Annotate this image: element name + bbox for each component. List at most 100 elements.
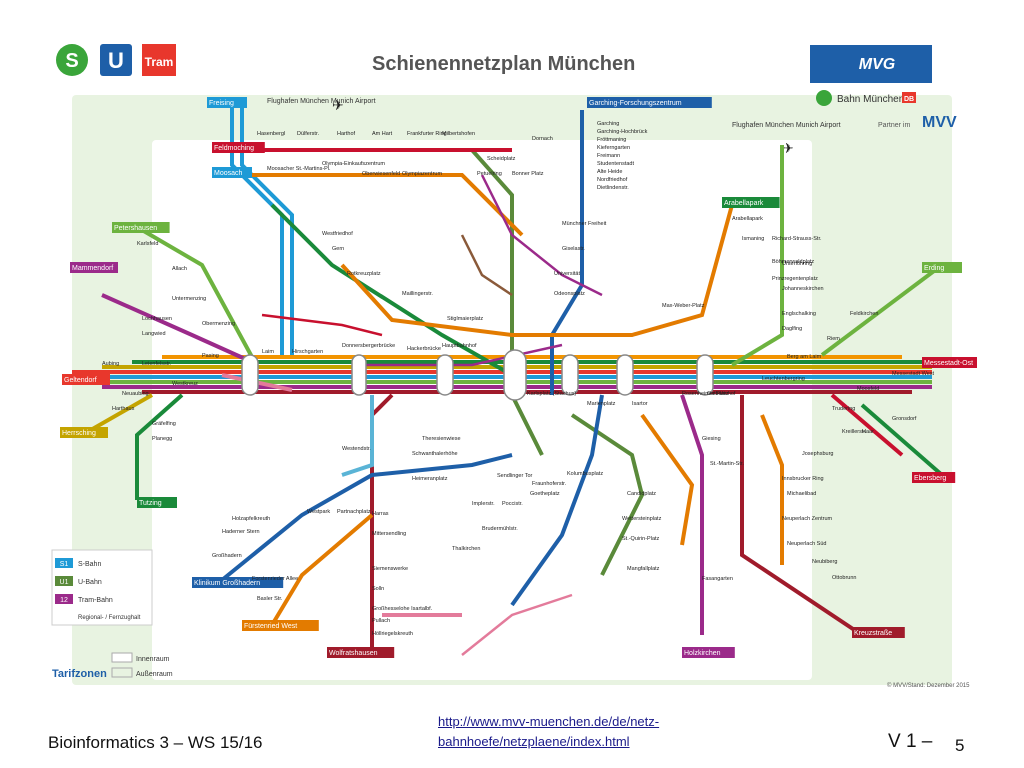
station-label: Trudering bbox=[832, 406, 855, 412]
station-label: Marienplatz bbox=[587, 401, 616, 407]
station-label: Kolumbusplatz bbox=[567, 471, 603, 477]
svg-text:S: S bbox=[65, 50, 78, 72]
terminus-badge: Moosach bbox=[212, 167, 252, 178]
station-label: Isartor bbox=[632, 401, 648, 407]
legend-sbahn-swatch bbox=[55, 558, 73, 568]
station-label: Neubiberg bbox=[812, 559, 837, 565]
station-label: Scheidplatz bbox=[487, 156, 516, 162]
station-label: Hirschgarten bbox=[292, 349, 323, 355]
station-label: Laim bbox=[262, 349, 274, 355]
station-label: Prinzregentenplatz bbox=[772, 276, 818, 282]
station-label: Gronsdorf bbox=[892, 416, 917, 422]
legend-ubahn-badge: U1 bbox=[60, 579, 69, 586]
terminus-label: Erding bbox=[924, 265, 944, 272]
terminus-badge: Messestadt-Ost bbox=[922, 357, 977, 368]
terminus-badge: Mammendorf bbox=[70, 262, 118, 273]
terminus-label: Garching-Forschungszentrum bbox=[589, 100, 682, 107]
station-label: Johanneskirchen bbox=[782, 286, 824, 292]
station-label: Donnersbergerbrücke bbox=[342, 343, 395, 349]
station-label: Brudermühlstr. bbox=[482, 526, 518, 532]
station-label: Untermenzing bbox=[172, 296, 206, 302]
station-label: Planegg bbox=[152, 436, 172, 442]
station-label: Goetheplatz bbox=[530, 491, 560, 497]
legend-regional-label: Regional- / Fernzughalt bbox=[78, 615, 141, 621]
legend-aussenraum-label: Außenraum bbox=[136, 671, 173, 678]
terminus-label: Moosach bbox=[214, 170, 243, 177]
station-label: Obermenzing bbox=[202, 321, 235, 327]
station-label: Kreillerstr. bbox=[842, 429, 867, 435]
airplane-icon: ✈ bbox=[782, 140, 794, 156]
station-label: Westendstr. bbox=[342, 446, 371, 452]
station-label: Allach bbox=[172, 266, 187, 272]
interchange-markers bbox=[241, 349, 714, 401]
station-label: Fröttmaning bbox=[597, 137, 626, 143]
legend-aussenraum-swatch bbox=[111, 667, 133, 678]
legend-sbahn-badge: S1 bbox=[60, 561, 69, 568]
station-label: Ismaning bbox=[742, 236, 764, 242]
station-label: Forstenrieder Allee bbox=[252, 576, 298, 582]
terminus-badge: Petershausen bbox=[112, 222, 170, 233]
terminus-badge: Wolfratshausen bbox=[327, 647, 395, 658]
terminus-badge: Kreuzstraße bbox=[852, 627, 905, 638]
svg-text:DB: DB bbox=[904, 96, 914, 103]
map-copyright: © MVV/Stand: Dezember 2015 bbox=[887, 682, 970, 689]
source-link-line-1[interactable]: http://www.mvv-muenchen.de/de/netz- bbox=[438, 714, 660, 729]
station-label: Großhadern bbox=[212, 553, 242, 559]
station-label: Höllriegelskreuth bbox=[372, 631, 413, 637]
station-label: Harthaus bbox=[112, 406, 135, 412]
station-label: Odeonsplatz bbox=[554, 291, 585, 297]
station-label: Giselastr. bbox=[562, 246, 585, 252]
legend: S1 S-Bahn U1 U-Bahn 12 Tram-Bahn Regiona… bbox=[51, 549, 173, 680]
source-link[interactable]: http://www.mvv-muenchen.de/de/netz- bahn… bbox=[438, 712, 659, 752]
station-label: Hasenbergl bbox=[257, 131, 285, 137]
terminus-label: Kreuzstraße bbox=[854, 630, 892, 637]
terminus-label: Mammendorf bbox=[72, 265, 113, 272]
station-label: Max-Weber-Platz bbox=[662, 303, 705, 309]
station-label: St.-Martin-Str. bbox=[710, 461, 744, 467]
airport-label-east: Flughafen München Munich Airport bbox=[732, 122, 841, 129]
s-bahn-branches bbox=[81, 100, 944, 655]
svg-text:✈: ✈ bbox=[332, 97, 344, 113]
station-label: Olympiazentrum bbox=[402, 171, 442, 177]
station-label: Heimeranplatz bbox=[412, 476, 448, 482]
station-label: Siemenswerke bbox=[372, 566, 408, 572]
station-label: Westpark bbox=[307, 509, 330, 515]
svg-text:MVG: MVG bbox=[859, 56, 895, 73]
terminus-label: Geltendorf bbox=[64, 377, 97, 384]
station-label: Garching-Hochbrück bbox=[597, 129, 648, 135]
station-label: St.-Quirin-Platz bbox=[622, 536, 660, 542]
station-label: Bonner Platz bbox=[512, 171, 544, 177]
station-label: Böhmerwaldplatz bbox=[772, 259, 814, 265]
station-label: Sendlinger Tor bbox=[497, 473, 533, 479]
station-label: Ostbahnhof bbox=[707, 391, 736, 397]
terminus-badge: Erding bbox=[922, 262, 962, 273]
station-label: Dietlindenstr. bbox=[597, 185, 629, 191]
terminus-label: Arabellapark bbox=[724, 200, 764, 207]
terminus-badge: Holzkirchen bbox=[682, 647, 735, 658]
mvg-logo: MVG bbox=[810, 45, 932, 83]
tram-lines bbox=[261, 174, 603, 656]
station-label: Gern bbox=[332, 246, 344, 252]
station-label: Unterföhring bbox=[782, 261, 812, 267]
station-label: Frankfurter Ring bbox=[407, 131, 447, 137]
terminus-badge: Arabellapark bbox=[722, 197, 780, 208]
legend-ubahn-label: U-Bahn bbox=[78, 579, 102, 586]
station-label: Dülferstr. bbox=[297, 131, 319, 137]
station-label: Karlsplatz (Stachus) bbox=[527, 391, 576, 397]
station-label: Harthof bbox=[337, 131, 356, 137]
station-label: Mangfallplatz bbox=[627, 566, 660, 572]
terminus-label: Holzkirchen bbox=[684, 650, 721, 657]
source-link-line-2[interactable]: bahnhoefe/netzplaene/index.html bbox=[438, 734, 630, 749]
station-label: Haderner Stern bbox=[222, 529, 260, 535]
terminus-label: Feldmoching bbox=[214, 145, 254, 152]
station-label: Milbertshofen bbox=[442, 131, 475, 137]
station-label: Pullach bbox=[372, 618, 390, 624]
station-label: Garching bbox=[597, 121, 619, 127]
station-label: Leienfelsstr. bbox=[142, 361, 172, 367]
station-label: Neuaubing bbox=[122, 391, 149, 397]
map-canvas: S U Tram Schienennetzplan München MVG Ba… bbox=[42, 35, 977, 692]
station-label: Implerstr. bbox=[472, 501, 495, 507]
station-label: Moosfeld bbox=[857, 386, 879, 392]
svg-text:✈: ✈ bbox=[782, 140, 794, 156]
tram-logo: Tram bbox=[142, 44, 176, 76]
